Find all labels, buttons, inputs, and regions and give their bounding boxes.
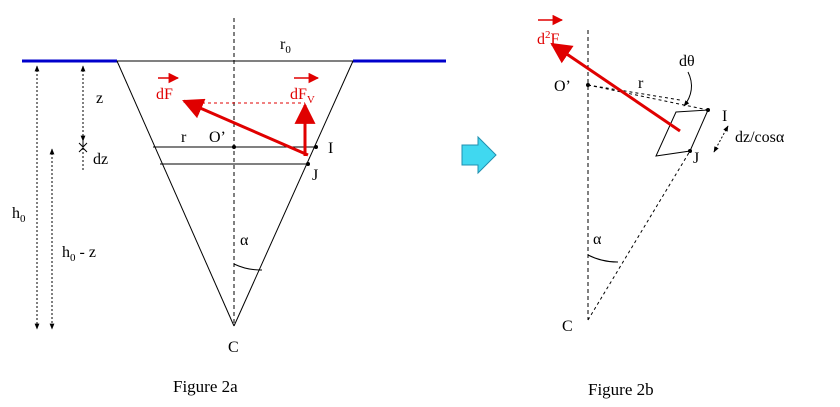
label-dz-cos-alpha: dz/cosα <box>735 129 785 146</box>
cone-left-edge <box>116 60 235 327</box>
label-I-2b: I <box>722 108 727 125</box>
label-J: J <box>312 167 318 184</box>
label-C: C <box>228 339 239 356</box>
radius-O-I <box>587 84 709 111</box>
transition-arrow <box>461 135 497 175</box>
d2F-arrow <box>550 42 681 133</box>
figure-2a: r0 z dz h0 h0 - z dF dFV r O’ I J α C Fi… <box>12 18 446 396</box>
label-h0: h0 <box>12 205 26 225</box>
label-dz: dz <box>93 151 108 168</box>
label-dtheta: dθ <box>679 53 695 70</box>
label-I: I <box>328 140 333 157</box>
surface-element <box>655 109 709 157</box>
point-I-2b <box>706 108 710 112</box>
label-C-2b: C <box>562 318 573 335</box>
point-I <box>314 145 318 149</box>
alpha-arc <box>233 263 263 271</box>
radius-O-slab <box>587 84 681 101</box>
dtheta-arrow <box>683 71 692 107</box>
point-O <box>232 145 236 149</box>
label-dFv: dFV <box>290 86 315 106</box>
figure-2b: d2F O’ r dθ I J dz/cosα α C Figure 2b <box>537 14 785 399</box>
label-alpha: α <box>240 232 249 249</box>
point-O-2b <box>586 83 590 87</box>
label-z: z <box>96 90 103 107</box>
dF-arrow <box>182 98 309 157</box>
label-alpha-2b: α <box>593 231 602 248</box>
label-O-prime-2b: O’ <box>554 78 571 95</box>
point-J-2b <box>688 149 692 153</box>
caption-figure-2b: Figure 2b <box>588 380 654 399</box>
label-J-2b: J <box>693 150 699 167</box>
cone-right-edge <box>233 60 354 327</box>
label-r: r <box>181 129 187 146</box>
dz-cos-dimension <box>713 125 729 153</box>
alpha-arc-2b <box>587 254 619 263</box>
dz-arrow-top <box>78 142 88 148</box>
label-O-prime: O’ <box>209 129 226 146</box>
label-dF: dF <box>156 86 173 103</box>
label-h0-minus-z: h0 - z <box>62 244 96 264</box>
caption-figure-2a: Figure 2a <box>173 377 238 396</box>
label-d2F: d2F <box>537 29 560 48</box>
point-J <box>306 162 310 166</box>
right-arrow-icon <box>461 135 497 175</box>
cone-edge-2b <box>587 150 691 321</box>
label-r0: r0 <box>280 36 291 56</box>
label-r-2b: r <box>638 75 644 92</box>
